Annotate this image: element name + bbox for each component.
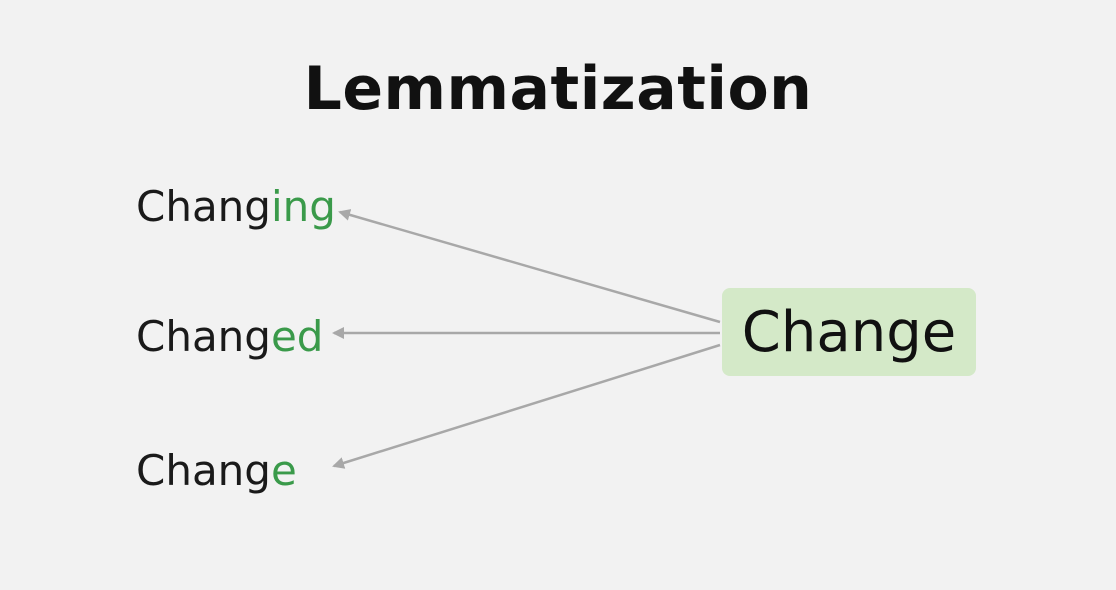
word-suffix: ing: [270, 182, 336, 231]
word-suffix: ed: [270, 312, 324, 361]
arrow-to-change: [332, 343, 721, 469]
diagram-title: Lemmatization: [303, 54, 813, 124]
lemma-box: Change: [722, 288, 976, 376]
word-stem: Chang: [136, 182, 271, 231]
word-stem: Chang: [136, 446, 271, 495]
word-changing: Changing: [136, 182, 336, 232]
arrow-to-changing: [338, 209, 721, 324]
word-changed: Changed: [136, 312, 323, 362]
word-change: Change: [136, 446, 297, 496]
word-stem: Chang: [136, 312, 271, 361]
word-suffix: e: [270, 446, 297, 495]
lemma-label: Change: [741, 299, 957, 365]
